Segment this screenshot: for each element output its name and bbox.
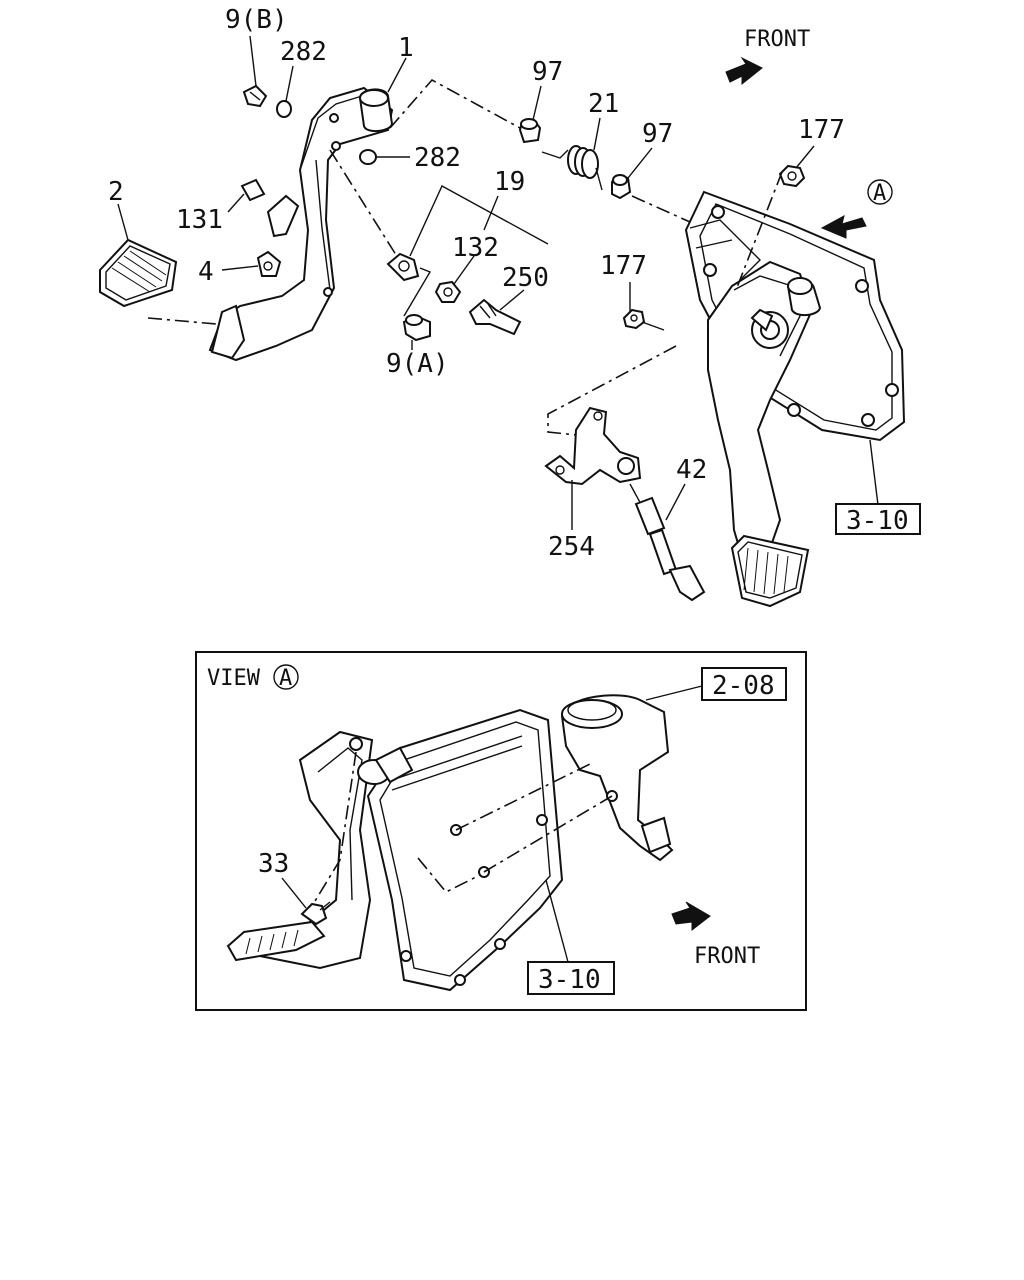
return-spring-part-21 xyxy=(541,145,603,191)
callout-42: 42 xyxy=(676,455,707,485)
inset-marker: A xyxy=(279,666,292,691)
nut-part-132 xyxy=(434,280,462,303)
switch-clip-part-19 xyxy=(386,252,420,282)
callout-282-lower: 282 xyxy=(414,143,461,173)
callout-97-left: 97 xyxy=(532,57,563,87)
front-label-inset: FRONT xyxy=(694,944,760,969)
pedal-arm-part-1 xyxy=(208,86,394,362)
leader-lines-top xyxy=(117,35,879,530)
callout-19: 19 xyxy=(494,167,525,197)
clip-part-9b xyxy=(242,84,268,108)
pedal-assembly-right xyxy=(707,260,822,608)
view-a-assembly xyxy=(226,694,674,992)
bracket-part-4 xyxy=(256,250,282,277)
washer-part-282-lower xyxy=(359,149,377,165)
clip-part-9a xyxy=(402,314,431,342)
view-a-marker-label: A xyxy=(873,181,886,206)
pedal-pad-part-2 xyxy=(99,238,178,308)
callout-254: 254 xyxy=(548,532,595,562)
callout-132: 132 xyxy=(452,233,499,263)
front-arrow-top xyxy=(725,56,763,86)
view-a-inset-frame xyxy=(195,651,807,1011)
front-arrow-inset xyxy=(671,901,711,932)
view-a-arrow: A xyxy=(820,179,893,239)
ref-box-3-10-view xyxy=(527,961,615,995)
nut-part-177-lower xyxy=(622,308,646,330)
callout-4: 4 xyxy=(198,257,214,287)
inset-title: VIEW xyxy=(207,666,261,691)
sensor-part-42 xyxy=(629,483,706,602)
leader-lines-inset xyxy=(281,685,703,963)
bushing-part-97-left xyxy=(518,118,542,144)
callout-33: 33 xyxy=(258,849,289,879)
bushing-part-97-right xyxy=(611,174,632,200)
callout-97-right: 97 xyxy=(642,119,673,149)
ref-3-10-view: 3-10 xyxy=(538,965,601,995)
front-label-top: FRONT xyxy=(744,27,810,52)
callout-9b: 9(B) xyxy=(225,5,288,35)
stopper-part-131 xyxy=(240,178,300,238)
ref-box-2-08 xyxy=(701,667,787,701)
switch-part-250 xyxy=(468,298,522,336)
ref-2-08: 2-08 xyxy=(712,671,775,701)
ref-box-3-10-top xyxy=(835,503,921,535)
callout-177-lower: 177 xyxy=(600,251,647,281)
washer-part-282-upper xyxy=(276,100,292,118)
nut-part-177-upper xyxy=(778,164,806,188)
callout-2: 2 xyxy=(108,177,124,207)
ref-3-10-top: 3-10 xyxy=(846,506,909,536)
callout-282-upper: 282 xyxy=(280,37,327,67)
callout-1: 1 xyxy=(398,33,414,63)
callout-177-upper: 177 xyxy=(798,115,845,145)
callout-250: 250 xyxy=(502,263,549,293)
sensor-bracket-part-254 xyxy=(544,406,642,486)
callout-21: 21 xyxy=(588,89,619,119)
inset-marker-circle xyxy=(273,664,299,690)
callout-9a: 9(A) xyxy=(386,349,449,379)
callout-131: 131 xyxy=(176,205,223,235)
